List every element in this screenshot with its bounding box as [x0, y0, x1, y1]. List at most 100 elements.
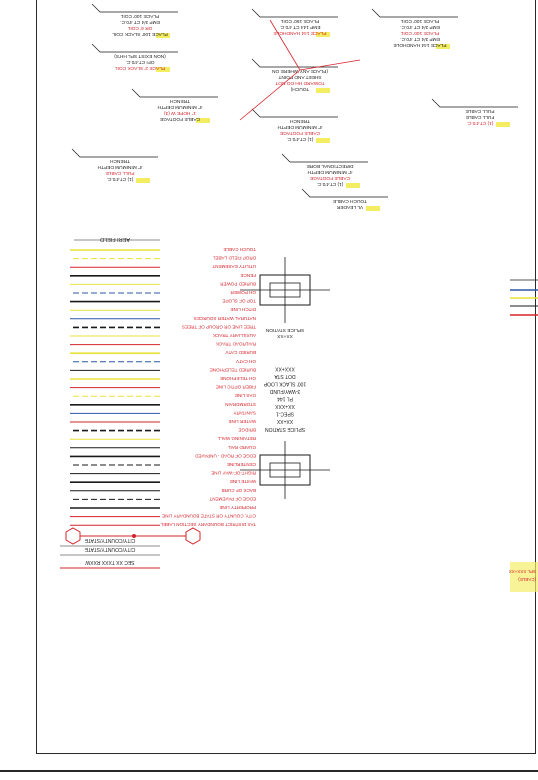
bottom-left-2: (CABLE) — [518, 577, 536, 582]
callout-line: (1) CT.4'0.C. — [467, 120, 494, 126]
callout-line: 1" HDPE W (3) — [164, 110, 196, 116]
callout-line: PLACE 100' COIL — [120, 13, 159, 19]
legend-lines-panel: AERI FIELD — [74, 236, 160, 242]
callout-line: PLACE 150' COIL — [280, 18, 319, 24]
callout-line: CABLE FOOTAGE — [160, 116, 200, 122]
callout-line: PULL CABLE — [106, 170, 135, 176]
callout-line: TRENCH — [169, 98, 190, 104]
legend-label: TOUCH CABLE — [223, 247, 256, 252]
legend-label: NATURAL WATER SOURCES — [194, 316, 256, 321]
callout-line: TOUCH CABLE — [333, 198, 367, 204]
splice-station-bottom — [240, 441, 330, 499]
legend-label: TREE LINE OR GROUP OF TREES — [182, 324, 256, 329]
legend-label: UTILITY EASEMENT — [212, 264, 256, 269]
splice-station-top-title: SPLICE STATION — [265, 327, 304, 333]
legend-title: AERI FIELD — [100, 236, 130, 242]
legend-label: RAILROAD TRACK — [215, 342, 256, 347]
legend-label: WATER LINE — [228, 419, 256, 424]
legend-label: BURIED TELEPHONE — [210, 367, 256, 372]
legend-sheet: AERI FIELD TOUCH CABLE DROP FIELD LABEL UT… — [36, 0, 538, 760]
callout-line: PLACE 144 HANDHOLE — [393, 42, 446, 48]
splice-station-bottom-line: XX+XXX — [275, 403, 295, 409]
legend-label: DROP FIELD LABEL — [212, 256, 256, 261]
callout-line: 4" MINIMUM DEPTH — [277, 124, 322, 130]
splice-station-bottom-line: XX+XX — [276, 418, 293, 424]
callout-line: SHEET AND POINT — [278, 74, 321, 80]
legend-label: OH POWER — [230, 290, 256, 295]
legend-label: CENTERLINE — [227, 462, 256, 467]
boundary-rows: SEC XX TXXX RXXW CITY/COUNTY/STATE CITY/… — [60, 537, 160, 569]
legend-label: DITCH LINE — [230, 307, 256, 312]
legend-label: EDGE OF PAVEMENT — [209, 496, 256, 501]
callout-line: 4" MINIMUM DEPTH — [307, 169, 352, 175]
callout-line: TOWARD HH DO NOT — [275, 80, 324, 86]
callout-line: OFI CT.4'0.C. — [126, 59, 155, 65]
splice-station-bottom-line: DOT STA — [274, 373, 296, 379]
callout: (NON EXIST SPL HH'S)OFI CT.4'0.C.PLACE 2… — [91, 43, 178, 72]
callout-line: EMP 3/4 CT 4'0.C. — [400, 24, 440, 30]
boundary-city1: CITY/COUNTY/STATE — [84, 546, 135, 552]
splice-station-bottom-title: SPLICE STATION — [265, 426, 305, 432]
leader-line — [299, 59, 361, 71]
legend-label: FIBER OPTIC LINE — [216, 385, 256, 390]
legend-label: OH CATV — [235, 359, 256, 364]
callout-line: (PLACE ANY WHERE ON — [272, 68, 328, 74]
legend-label: WHITE LINE — [230, 479, 256, 484]
legend-label: STORMDRAIN — [225, 402, 256, 407]
legend-label: SANITARY — [233, 410, 256, 415]
callout-line: CABLE FOOTAGE — [280, 130, 320, 136]
bottom-left-1: SPL XXX+XX — [509, 569, 536, 574]
legend-label: BURIED CATV — [225, 350, 256, 355]
callout-line: PLACE 100' COIL — [400, 30, 439, 36]
legend-label: CITY, COUNTY OR STATE BOUNDARY LINE — [162, 514, 256, 519]
legend-label: GAS LINE — [235, 393, 256, 398]
legend-label: TAX DISTRICT BOUNDARY SECTION LABEL — [160, 522, 256, 527]
callout-line: EMP 3/4 CT 4'0.C. — [400, 36, 440, 42]
legend-label: EDGE OF ROAD - UNPAVED — [194, 453, 256, 458]
callout-line: FULL CABLE — [466, 114, 495, 120]
bottom-rule — [0, 770, 538, 772]
hex-markers — [65, 527, 201, 545]
legend-label: PROPERTY LINE — [219, 505, 256, 510]
splice-station-bottom-line: XXX+XX — [275, 366, 295, 372]
legend-label: RETAINING WALL — [217, 436, 256, 441]
callout-line: (1) CT.4'0.C. — [107, 176, 134, 182]
legend-label: TOP OF SLOPE — [222, 299, 256, 304]
legend-labels: TOUCH CABLE DROP FIELD LABEL UTILITY EASEM… — [160, 247, 256, 527]
splice-station-bottom-line: SPEC-1 — [276, 411, 294, 417]
callout-line: EMP 144 CT 4'0.C. — [280, 24, 321, 30]
splice-station-top-code: XX+XX — [276, 333, 292, 339]
callout-line: TRENCH — [109, 158, 130, 164]
callout-line: TOUCH) — [290, 86, 309, 92]
callout-line: (1) CT.4'0.C. — [287, 136, 314, 142]
callout-line: 4" MINIMUM DEPTH — [157, 104, 202, 110]
legend-label: BACK OF CURB — [222, 488, 256, 493]
legend-label: FENCE — [240, 273, 256, 278]
callout-line: 4" MINIMUM DEPTH — [97, 164, 142, 170]
leader-line — [269, 19, 301, 71]
callout-line: DIRECTIONAL BORE — [307, 163, 354, 169]
callout-line: PLACE 100' SLACK COIL — [112, 31, 168, 37]
splice-station-top: SPLICE STATION XX+XX — [240, 257, 330, 339]
legend-swatches — [70, 249, 160, 526]
legend-label: BURIED POWER — [219, 281, 256, 286]
callout-line: TRENCH — [289, 118, 310, 124]
legend-label: RIGHT-OF-WAY LINE — [211, 471, 256, 476]
callout-line: CABLE FOOTAGE — [310, 175, 350, 181]
drawing-border — [36, 0, 536, 754]
callout-line: PLACE 100' COIL — [400, 18, 439, 24]
splice-station-bottom-line: PL 144 — [277, 396, 293, 402]
callout-line: VL LEADER — [336, 204, 363, 210]
legend-label: OH TELEPHONE — [220, 376, 256, 381]
callout-line: PULL CABLE — [466, 108, 495, 114]
callout-line: (NON EXIST SPL HH'S) — [114, 53, 166, 59]
